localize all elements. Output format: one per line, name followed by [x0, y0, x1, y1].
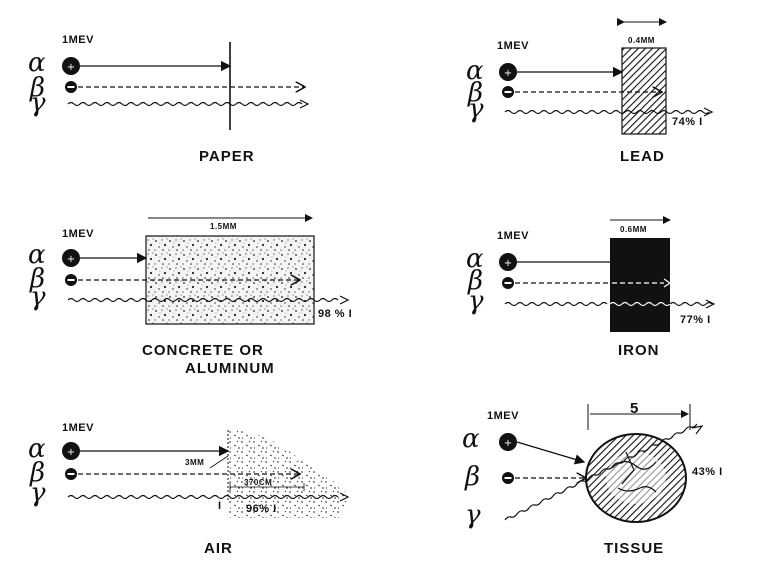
svg-text:+: + [67, 447, 75, 458]
alpha-range-label: 3MM [185, 458, 205, 467]
thickness-label: 5 [630, 400, 639, 417]
alpha-symbol: α [462, 424, 481, 454]
alpha-particle-icon [499, 253, 517, 271]
panel-concrete: + [62, 214, 350, 325]
panel-title: PAPER [199, 148, 255, 165]
gamma-symbol: γ [465, 500, 482, 530]
panel-title: IRON [618, 342, 660, 359]
svg-text:+: + [67, 254, 75, 265]
thickness-label: 0.4MM [628, 36, 655, 45]
gamma-symbol: γ [30, 478, 47, 508]
energy-label: 1MEV [497, 40, 529, 52]
panel-title-line2: ALUMINUM [185, 360, 275, 377]
panel-title: TISSUE [604, 540, 665, 557]
panel-lead: + [499, 18, 714, 135]
energy-label: 1MEV [497, 230, 529, 242]
gamma-symbol: γ [30, 282, 47, 312]
beta-symbol: β [468, 78, 484, 108]
alpha-symbol: α [28, 240, 47, 270]
beta-symbol: β [465, 462, 481, 492]
svg-text:+: + [504, 258, 512, 269]
lead-barrier [621, 47, 667, 135]
panel-iron: + [499, 216, 716, 332]
gamma-symbol: γ [468, 286, 485, 316]
alpha-particle-icon [62, 249, 80, 267]
iron-barrier [610, 238, 670, 332]
panel-title: LEAD [620, 148, 665, 165]
alpha-particle-icon [62, 57, 80, 75]
gamma-symbol: γ [468, 94, 485, 124]
beta-symbol: β [30, 73, 46, 103]
alpha-symbol: α [28, 434, 47, 464]
thickness-label: 1.5MM [210, 222, 237, 231]
gamma-ray [504, 301, 608, 307]
transmission-label: 74% I [672, 116, 703, 128]
gamma-ray [504, 423, 698, 521]
panel-tissue: + [499, 404, 704, 523]
panel-air: + [62, 430, 350, 518]
transmission-label: 43% I [692, 466, 723, 478]
beta-symbol: β [468, 266, 484, 296]
energy-label: 1MEV [62, 228, 94, 240]
alpha-ray [516, 441, 586, 465]
gamma-symbol: γ [30, 88, 47, 118]
panel-paper: + [62, 42, 310, 130]
gamma-ray [67, 494, 339, 500]
panel-title: AIR [204, 540, 233, 557]
svg-text:+: + [504, 438, 512, 449]
intensity-marker: I [218, 500, 222, 512]
alpha-symbol: α [466, 244, 485, 274]
energy-label: 1MEV [487, 410, 519, 422]
alpha-symbol: α [28, 48, 47, 78]
thickness-label: 0.6MM [620, 225, 647, 234]
beta-symbol: β [30, 458, 46, 488]
gamma-ray [67, 101, 303, 107]
transmission-label: 77% I [680, 314, 711, 326]
energy-label: 1MEV [62, 34, 94, 46]
beta-range-label: 370CM [244, 478, 273, 487]
beta-symbol: β [30, 264, 46, 294]
gamma-ray [67, 297, 339, 303]
alpha-particle-icon [499, 433, 517, 451]
svg-text:+: + [504, 68, 512, 79]
gamma-ray [504, 109, 710, 115]
transmission-label: 98 % I [318, 308, 353, 320]
svg-text:+: + [67, 62, 75, 73]
panel-title-line1: CONCRETE OR [142, 342, 264, 359]
energy-label: 1MEV [62, 422, 94, 434]
alpha-particle-icon [62, 442, 80, 460]
alpha-particle-icon [499, 63, 517, 81]
alpha-symbol: α [466, 56, 485, 86]
transmission-label: 96% I [246, 503, 277, 515]
